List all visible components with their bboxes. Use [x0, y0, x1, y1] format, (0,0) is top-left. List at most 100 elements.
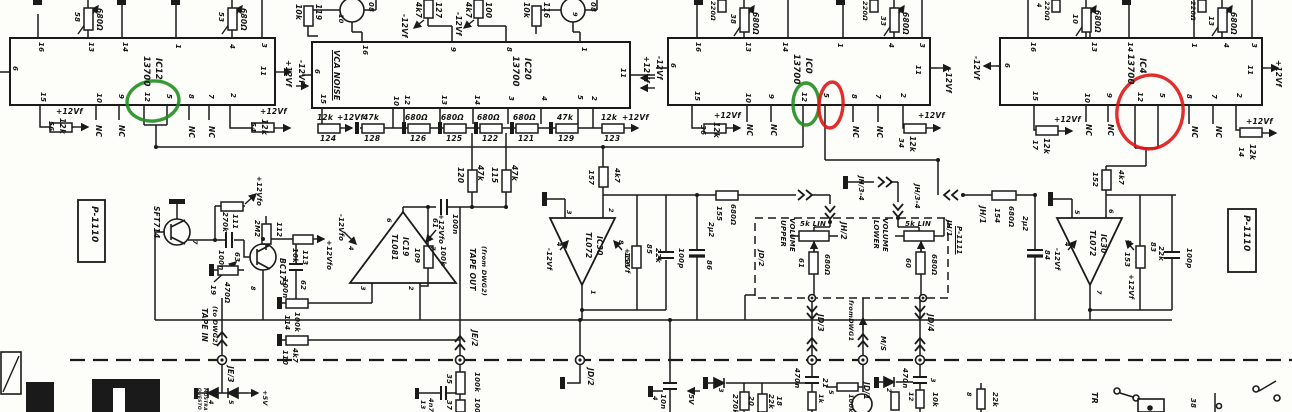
- schematic-label: 9: [1105, 93, 1113, 99]
- schematic-label: 10n: [659, 394, 667, 410]
- schematic-label: 10: [744, 93, 752, 104]
- schematic-label: JH/2: [839, 222, 848, 240]
- schematic-label: 6: [11, 66, 19, 72]
- schematic-label: +12Vf: [622, 113, 649, 122]
- schematic-label: 5k LIN: [905, 220, 932, 228]
- schematic-label: 680Ω: [1093, 10, 1102, 33]
- schematic-label: 08: [367, 2, 375, 13]
- schematic-label: 15: [319, 94, 327, 105]
- schematic-label: 1: [836, 43, 844, 49]
- schematic-label: 47k: [363, 113, 380, 122]
- schematic-label: SFT714: [152, 206, 161, 239]
- schematic-label: JE/2: [470, 330, 479, 347]
- schematic-label: 10k: [522, 2, 531, 19]
- schematic-label: P-1110: [1241, 215, 1251, 252]
- logo-block: [0, 351, 160, 412]
- schematic-label: 9: [449, 47, 457, 53]
- schematic-label: 11: [1246, 65, 1254, 76]
- schematic-label: 680Ω: [930, 254, 938, 276]
- schematic-label: NC: [187, 126, 196, 139]
- schematic-label: 12k: [908, 136, 917, 153]
- schematic-label: 680Ω: [239, 8, 248, 31]
- schematic-label: 2: [885, 388, 893, 393]
- schematic-label: 154: [993, 208, 1001, 224]
- schematic-label: 16: [361, 45, 369, 56]
- schematic-label: 12: [403, 95, 411, 106]
- schematic-label: 7: [1210, 94, 1218, 100]
- red-circle-ic0-pin-5: [817, 80, 845, 130]
- schematic-label: TL072: [1088, 230, 1097, 257]
- schematic-label: 111: [231, 214, 239, 230]
- schematic-label: 3: [918, 43, 926, 49]
- schematic-label: 35: [445, 374, 453, 385]
- schematic-label: 119: [314, 4, 323, 21]
- schematic-label: 5: [165, 94, 173, 100]
- schematic-label: 4: [555, 242, 563, 247]
- schematic-label: JD/2: [757, 250, 765, 267]
- schematic-label: 7: [191, 240, 199, 245]
- schematic-label: 7: [207, 94, 215, 100]
- schematic-label: 4: [887, 43, 895, 49]
- schematic-label: JD/2: [586, 368, 595, 386]
- schematic-label: +12Vf: [337, 113, 364, 122]
- schematic-label: NC: [1106, 124, 1115, 137]
- schematic-label: 110: [281, 350, 289, 366]
- schematic-label: 8: [965, 392, 973, 397]
- schematic-label: 680Ω: [1007, 206, 1015, 228]
- schematic-label: JH/3-4: [857, 176, 865, 201]
- schematic-label: 8: [187, 94, 195, 100]
- schematic-label: 12k: [1042, 138, 1051, 155]
- ic0-block: [667, 37, 931, 106]
- schematic-label: 13: [744, 42, 752, 53]
- schematic-label: 2: [590, 96, 598, 102]
- schematic-label: 122: [482, 134, 499, 143]
- schematic-label: 13: [440, 95, 448, 106]
- schematic-label: 2: [1235, 93, 1243, 99]
- schematic-label: 3: [260, 43, 268, 49]
- schematic-label: 4: [1035, 3, 1043, 8]
- schematic-label: 13700: [510, 56, 520, 87]
- red-circle-ic4-pins-12-5: [1115, 73, 1185, 151]
- schematic-label: 113: [301, 250, 309, 266]
- schematic-label: 84: [1043, 250, 1051, 261]
- schematic-label: 2μ2: [707, 222, 715, 238]
- schematic-label: +12Vf: [944, 66, 953, 93]
- schematic-label: 08: [589, 2, 597, 13]
- schematic-label: 62: [299, 280, 307, 291]
- schematic-label: JH/3-4: [913, 184, 921, 209]
- schematic-label: NC: [117, 125, 126, 138]
- schematic-label: 4: [1222, 43, 1230, 49]
- schematic-label: 20: [747, 396, 755, 407]
- schematic-label: 15: [693, 91, 701, 102]
- schematic-label: 15: [1031, 91, 1039, 102]
- schematic-label: JD/3: [816, 314, 825, 332]
- junction-nodes: [154, 145, 1092, 366]
- schematic-label: 14: [1237, 147, 1245, 158]
- schematic-label: 12: [907, 392, 915, 402]
- schematic-label: 129: [558, 134, 575, 143]
- schematic-label: 22k: [654, 248, 662, 263]
- schematic-label: +12Vf: [56, 107, 83, 116]
- schematic-label: LOWER: [872, 220, 880, 250]
- schematic-label: 34: [897, 138, 905, 149]
- schematic-label: M/S: [879, 336, 887, 352]
- schematic-label: NC: [769, 124, 778, 137]
- schematic-label: P-1111: [955, 226, 963, 255]
- schematic-label: +12Vfo: [255, 176, 263, 207]
- schematic-label: 7: [874, 94, 882, 100]
- schematic-label: 16: [694, 42, 702, 53]
- schematic-label: 33: [879, 16, 887, 27]
- schematic-label: 21: [821, 378, 829, 389]
- schematic-label: 22k: [767, 394, 775, 409]
- schematic-label: 680Ω: [729, 204, 737, 226]
- schematic-label: 123: [604, 134, 621, 143]
- schematic-label: 2: [607, 208, 615, 213]
- schematic-label: 13: [1207, 16, 1215, 27]
- schematic-label: 10k: [291, 248, 299, 263]
- schematic-label: 12: [143, 92, 151, 103]
- schematic-label: 3: [1250, 43, 1258, 49]
- schematic-label: 4: [651, 396, 659, 401]
- schematic-label: 54: [249, 122, 257, 133]
